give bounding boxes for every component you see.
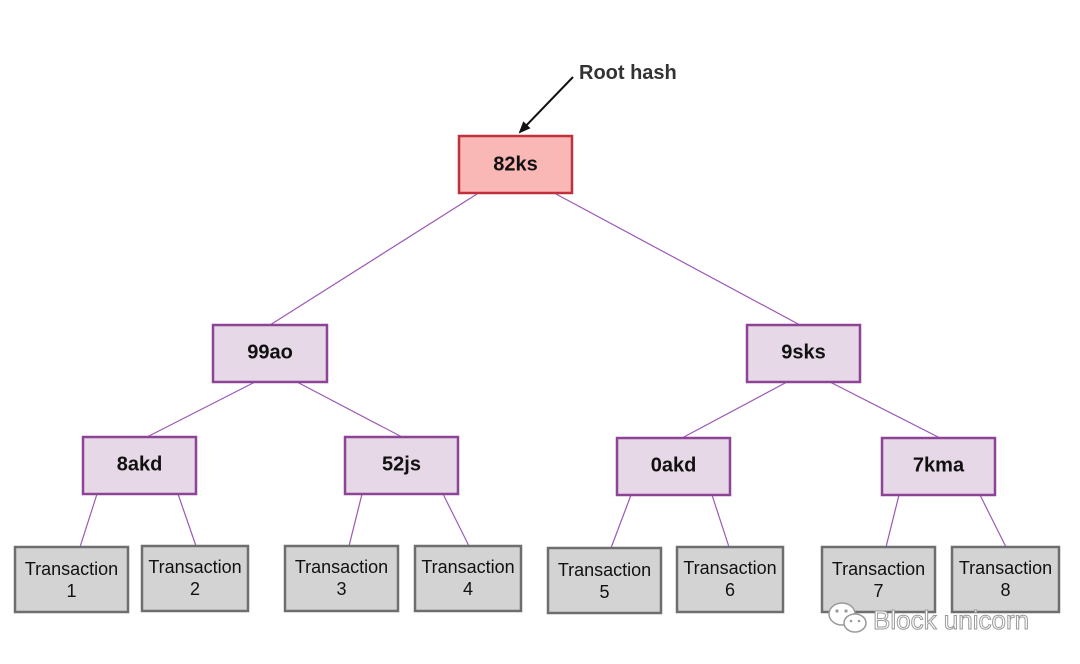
- transaction-number: 2: [190, 579, 200, 599]
- wechat-icon: [828, 602, 867, 633]
- hash-node-box: [615, 436, 732, 497]
- transaction-box: [140, 544, 250, 613]
- edge-root-to-99ao: [269, 193, 478, 326]
- callout-label: Root hash: [579, 62, 677, 84]
- hash-node-box: [880, 436, 997, 497]
- transaction-label: Transaction: [421, 557, 514, 577]
- hash-node-52js: 52js: [343, 435, 460, 496]
- transaction-number: 3: [336, 579, 346, 599]
- level2-nodes: 8akd 52js 0akd 7kma: [81, 435, 997, 497]
- transaction-leaf-3: Transaction 3: [283, 544, 400, 613]
- hash-node-box: [211, 323, 329, 384]
- transaction-label: Transaction: [683, 558, 776, 578]
- transaction-box: [675, 545, 785, 614]
- hash-node-9sks: 9sks: [745, 323, 862, 384]
- transaction-leaf-2: Transaction 2: [140, 544, 250, 613]
- transaction-number: 4: [463, 579, 473, 599]
- edge-7kma-to-tx7: [885, 494, 900, 548]
- transaction-number: 5: [599, 582, 609, 602]
- transaction-label: Transaction: [295, 557, 388, 577]
- transaction-number: 6: [725, 580, 735, 600]
- edge-99ao-to-8akd: [146, 381, 256, 438]
- watermark: Block unicorn: [828, 602, 1030, 636]
- root-hash-callout: Root hash: [518, 62, 677, 134]
- hash-node-8akd: 8akd: [81, 435, 198, 496]
- edge-root-to-9sks: [555, 193, 801, 326]
- hash-node-label: 7kma: [913, 454, 965, 476]
- transaction-box: [950, 545, 1061, 614]
- transaction-leaf-6: Transaction 6: [675, 545, 785, 614]
- hash-node-box: [343, 435, 460, 496]
- transaction-leaf-4: Transaction 4: [413, 544, 523, 613]
- transaction-box: [13, 545, 130, 614]
- hash-node-label: 99ao: [247, 341, 293, 363]
- transaction-number: 8: [1000, 580, 1010, 600]
- transaction-label: Transaction: [25, 559, 118, 579]
- hash-node-label: 8akd: [117, 453, 163, 475]
- transaction-label: Transaction: [832, 559, 925, 579]
- hash-node-label: 0akd: [651, 454, 697, 476]
- transaction-box: [820, 545, 937, 614]
- transaction-box: [413, 544, 523, 613]
- edge-52js-to-tx4: [442, 493, 470, 547]
- transaction-label: Transaction: [148, 557, 241, 577]
- transaction-leaf-5: Transaction 5: [546, 546, 663, 615]
- hash-node-box: [81, 435, 198, 496]
- callout-arrow: [518, 76, 574, 134]
- edge-8akd-to-tx2: [177, 493, 197, 547]
- edge-8akd-to-tx1: [79, 493, 98, 548]
- root-node-box: [457, 134, 574, 195]
- transaction-box: [546, 546, 663, 615]
- watermark-label: Block unicorn: [873, 605, 1029, 635]
- level1-nodes: 99ao 9sks: [211, 323, 862, 384]
- root-node: 82ks: [457, 134, 574, 195]
- hash-node-99ao: 99ao: [211, 323, 329, 384]
- transaction-leaf-7: Transaction 7: [820, 545, 937, 614]
- transaction-label: Transaction: [959, 558, 1052, 578]
- tree-edges: [79, 193, 1007, 549]
- hash-node-label: 9sks: [781, 341, 826, 363]
- root-node-label: 82ks: [493, 153, 538, 175]
- edge-9sks-to-7kma: [829, 381, 941, 439]
- hash-node-7kma: 7kma: [880, 436, 997, 497]
- hash-node-0akd: 0akd: [615, 436, 732, 497]
- edge-99ao-to-52js: [296, 381, 403, 438]
- edge-9sks-to-0akd: [681, 381, 788, 439]
- edge-0akd-to-tx5: [610, 494, 632, 549]
- transaction-leaf-8: Transaction 8: [950, 545, 1061, 614]
- edge-52js-to-tx3: [348, 493, 363, 547]
- transaction-leaf-1: Transaction 1: [13, 545, 130, 614]
- transaction-label: Transaction: [558, 560, 651, 580]
- transaction-box: [283, 544, 400, 613]
- transaction-number: 1: [66, 581, 76, 601]
- edge-7kma-to-tx8: [979, 494, 1007, 548]
- hash-node-label: 52js: [382, 453, 421, 475]
- edge-0akd-to-tx6: [711, 494, 730, 548]
- transaction-leaves: Transaction 1 Transaction 2 Transaction …: [13, 544, 1061, 615]
- hash-node-box: [745, 323, 862, 384]
- transaction-number: 7: [873, 581, 883, 601]
